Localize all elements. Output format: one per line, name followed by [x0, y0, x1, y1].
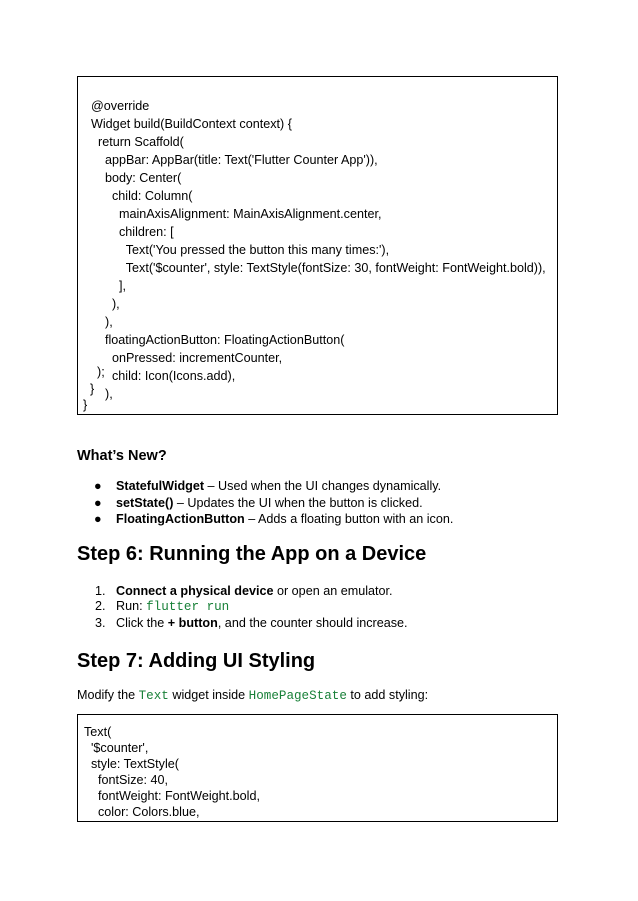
code-line: ],: [84, 279, 126, 293]
para-text: to add styling:: [346, 688, 429, 702]
code-line: }: [83, 382, 95, 396]
list-item-desc: – Adds a floating button with an icon.: [244, 512, 454, 526]
inline-code: Text: [138, 689, 169, 703]
code-line: ),: [84, 297, 120, 311]
list-item-text: , and the counter should increase.: [217, 616, 408, 630]
bullet-dot: ●: [94, 479, 102, 493]
code-line: mainAxisAlignment: MainAxisAlignment.cen…: [84, 207, 382, 221]
code-line: '$counter',: [84, 741, 149, 755]
code-block-build-method: @override Widget build(BuildContext cont…: [77, 76, 558, 415]
list-item: Connect a physical device or open an emu…: [116, 584, 393, 598]
list-number: 3.: [95, 616, 106, 630]
list-item: setState() – Updates the UI when the but…: [116, 496, 423, 510]
bullet-dot: ●: [94, 512, 102, 526]
list-number: 2.: [95, 599, 106, 613]
list-item-bold: + button: [167, 616, 218, 630]
code-line: child: Column(: [84, 189, 193, 203]
list-item-text: Run:: [116, 599, 147, 613]
inline-code: HomePageState: [248, 689, 347, 703]
list-item: Click the + button, and the counter shou…: [116, 616, 408, 630]
code-line: Text('You pressed the button this many t…: [84, 243, 390, 257]
step6-heading: Step 6: Running the App on a Device: [77, 543, 427, 565]
list-item: FloatingActionButton – Adds a floating b…: [116, 512, 453, 526]
list-item: Run: flutter run: [116, 599, 229, 614]
code-line: fontSize: 40,: [84, 773, 169, 787]
code-line: style: TextStyle(: [84, 757, 179, 771]
list-item-term: StatefulWidget: [116, 479, 205, 493]
para-text: Modify the: [77, 688, 139, 702]
code-line: fontWeight: FontWeight.bold,: [84, 789, 260, 803]
code-line: ),: [84, 387, 113, 401]
code-line: children: [: [84, 225, 174, 239]
code-line: body: Center(: [84, 171, 182, 185]
code-block-text-styling: Text( '$counter', style: TextStyle( font…: [77, 714, 558, 822]
list-number: 1.: [95, 584, 106, 598]
code-line: color: Colors.blue,: [84, 805, 200, 819]
code-line: Text(: [84, 725, 112, 739]
list-item-term: FloatingActionButton: [116, 512, 245, 526]
inline-code: flutter run: [146, 600, 230, 614]
code-line: child: Icon(Icons.add),: [84, 369, 236, 383]
list-item-desc: – Updates the UI when the button is clic…: [173, 496, 423, 510]
code-line: Widget build(BuildContext context) {: [84, 117, 292, 131]
code-line: return Scaffold(: [84, 135, 184, 149]
code-line: );: [83, 365, 105, 379]
step7-heading: Step 7: Adding UI Styling: [77, 650, 316, 672]
list-item-text: Click the: [116, 616, 168, 630]
code-line: onPressed: incrementCounter,: [84, 351, 283, 365]
code-line: @override: [84, 99, 150, 113]
step7-paragraph: Modify the Text widget inside HomePageSt…: [77, 688, 428, 703]
code-line: Text('$counter', style: TextStyle(fontSi…: [84, 261, 546, 275]
list-item-term: setState(): [116, 496, 174, 510]
code-line: appBar: AppBar(title: Text('Flutter Coun…: [84, 153, 378, 167]
whats-new-heading: What’s New?: [77, 448, 167, 464]
list-item-text: or open an emulator.: [273, 584, 393, 598]
code-line: ),: [84, 315, 113, 329]
code-line: floatingActionButton: FloatingActionButt…: [84, 333, 345, 347]
para-text: widget inside: [168, 688, 249, 702]
list-item-bold: Connect a physical device: [116, 584, 274, 598]
bullet-dot: ●: [94, 496, 102, 510]
list-item: StatefulWidget – Used when the UI change…: [116, 479, 441, 493]
code-line: }: [83, 398, 88, 412]
list-item-desc: – Used when the UI changes dynamically.: [204, 479, 442, 493]
